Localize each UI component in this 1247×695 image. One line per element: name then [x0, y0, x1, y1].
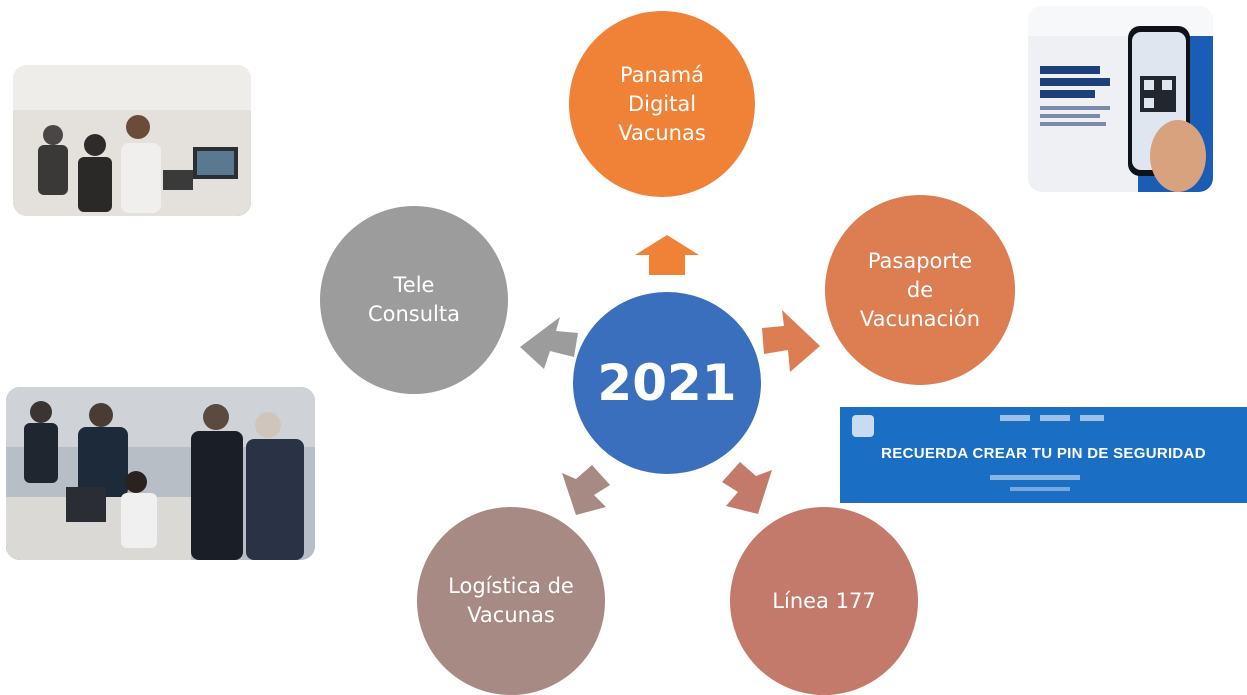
node-label: Tele Consulta	[350, 271, 478, 329]
node-label: Panamá Digital Vacunas	[600, 61, 724, 148]
call-center-photo	[13, 65, 251, 216]
node-panama-digital-vacunas: Panamá Digital Vacunas	[569, 11, 755, 197]
node-line: Logística de	[448, 574, 574, 598]
phone-certificate-ad	[1028, 6, 1213, 192]
arrow-upper-right-icon	[762, 310, 820, 372]
node-line: Consulta	[367, 302, 460, 326]
node-linea-177: Línea 177	[730, 507, 918, 695]
node-label: Pasaporte de Vacunación	[842, 247, 998, 334]
node-line: Línea 177	[772, 588, 876, 613]
node-line: Vacunas	[467, 603, 555, 627]
node-label: Logística de Vacunas	[430, 572, 592, 630]
node-line: Vacunas	[618, 120, 706, 145]
center-year-node: 2021	[573, 292, 761, 474]
arrow-lower-right-icon	[722, 462, 772, 514]
node-line: Panamá	[619, 62, 705, 87]
banner-text: RECUERDA CREAR TU PIN DE SEGURIDAD	[881, 445, 1206, 462]
node-line: Tele	[393, 273, 435, 297]
node-pasaporte-vacunacion: Pasaporte de Vacunación	[825, 195, 1015, 385]
node-line: Digital	[627, 91, 697, 116]
arrow-up-icon	[635, 235, 699, 275]
node-label: Línea 177	[754, 587, 893, 616]
center-year-label: 2021	[597, 354, 737, 412]
pin-reminder-banner: RECUERDA CREAR TU PIN DE SEGURIDAD	[840, 407, 1247, 503]
node-line: Pasaporte	[867, 248, 973, 273]
node-logistica-vacunas: Logística de Vacunas	[417, 507, 605, 695]
node-line: Vacunación	[859, 306, 981, 331]
arrow-lower-left-icon	[562, 465, 610, 515]
arrow-upper-left-icon	[520, 317, 578, 369]
node-tele-consulta: Tele Consulta	[320, 206, 508, 394]
node-line: de	[906, 277, 934, 302]
officials-visit-photo	[6, 387, 315, 560]
